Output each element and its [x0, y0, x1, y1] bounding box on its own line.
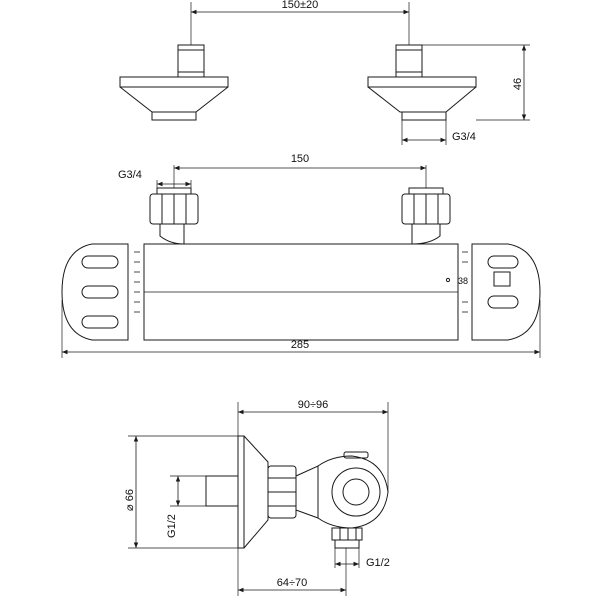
right-inlet-nut — [401, 187, 451, 225]
top-height-label: 46 — [512, 78, 524, 90]
temperature-mark: 38 — [458, 276, 468, 286]
top-spacing-label: 150±20 — [282, 0, 319, 11]
front-view — [61, 165, 541, 358]
wall-flange — [237, 435, 269, 549]
top-view — [119, 2, 530, 145]
left-eccentric — [119, 44, 229, 121]
side-offset-label: 64÷70 — [277, 577, 308, 589]
body-profile — [317, 455, 389, 529]
thermostat-handle — [445, 243, 541, 341]
side-inlet-thread-label: G1/2 — [166, 514, 178, 538]
side-outlet-thread-label: G1/2 — [366, 557, 390, 569]
right-eccentric — [367, 44, 477, 121]
side-depth-label: 90÷96 — [298, 399, 329, 411]
front-inlet-spacing-label: 150 — [291, 153, 309, 165]
flow-control-handle — [61, 243, 140, 341]
side-view — [128, 402, 389, 596]
side-nut — [267, 465, 297, 519]
outlet-fitting — [331, 527, 363, 549]
side-diameter-label: ⌀ 66 — [124, 489, 136, 511]
left-inlet-nut — [149, 187, 199, 225]
body-circle-inner — [342, 478, 370, 506]
overall-length-label: 285 — [291, 339, 309, 351]
front-thread-label: G3/4 — [118, 169, 142, 181]
body-circle-outer — [331, 467, 381, 517]
top-thread-label: G3/4 — [452, 131, 476, 143]
eccentric-pin — [205, 475, 239, 507]
